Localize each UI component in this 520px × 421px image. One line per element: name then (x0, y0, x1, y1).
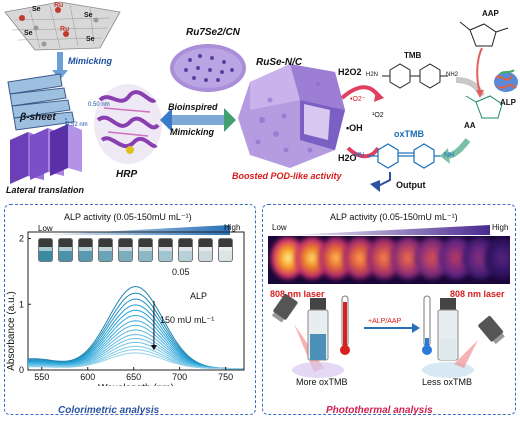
distance-label-2: 0.52 nm (66, 122, 88, 128)
photothermal-schematic (271, 294, 505, 378)
conc-top-label: 0.05 (172, 267, 190, 277)
alp-enzyme (494, 69, 518, 92)
aa-label: AA (464, 121, 476, 130)
oxtmb-nh: NH (444, 152, 455, 159)
colorimetric-high: High (224, 223, 241, 232)
ruse-nc-polyhedron (238, 64, 345, 168)
x-tick-label: 600 (80, 372, 95, 382)
lateral-translation-blocks (10, 124, 82, 184)
absorbance-curve (28, 352, 244, 370)
colorimetric-caption: Colorimetric analysis (58, 405, 160, 416)
ru-label-1: Ru (54, 2, 64, 9)
top-illustration (4, 1, 518, 192)
vial-row (38, 238, 238, 264)
oxtmb-molecule (368, 143, 444, 169)
vial (178, 238, 193, 262)
hrp-protein (94, 84, 162, 164)
colorimetric-header: ALP activity (0.05-150mU mL⁻¹) (64, 212, 192, 222)
output-label: Output (396, 180, 426, 190)
cuvette-left (292, 298, 344, 378)
ru-label-2: Ru (60, 26, 70, 33)
vial (138, 238, 153, 262)
hrp-label: HRP (116, 169, 138, 180)
x-tick-label: 650 (126, 372, 141, 382)
vial (158, 238, 173, 262)
x-tick-label: 700 (172, 372, 187, 382)
colorimetric-panel (4, 204, 256, 415)
alp-aap-arrow-label: +ALP/AAP (368, 318, 402, 325)
photothermal-panel (262, 204, 516, 415)
thermal-image-strip (268, 236, 510, 284)
vial (218, 238, 233, 262)
vial (98, 238, 113, 262)
y-tick-label: 2 (19, 234, 24, 244)
thermometer-right (422, 295, 432, 355)
h2o2-label: H2O2 (338, 67, 362, 77)
photothermal-header: ALP activity (0.05-150mU mL⁻¹) (330, 212, 458, 222)
photothermal-caption: Photothermal analysis (326, 405, 433, 416)
colorimetric-low: Low (38, 224, 53, 233)
y-axis-label: Absorbance (a.u.) (6, 291, 17, 371)
aap-molecule (459, 21, 509, 47)
laser-right-label: 808 nm laser (450, 289, 505, 299)
conc-bottom-label: 150 mU mL⁻¹ (160, 315, 215, 325)
bioinspired-label: Bioinspired (168, 102, 218, 112)
oxtmb-hn: HN (354, 152, 365, 159)
vial (38, 238, 53, 262)
vial (58, 238, 73, 262)
mimicking-label: Mimicking (68, 56, 113, 66)
tmb-h2n: H2N (366, 72, 379, 78)
photothermal-gradient-bar (290, 225, 490, 235)
beta-sheet-label: β-sheet (20, 112, 56, 123)
se-label-4: Se (86, 36, 95, 43)
beta-sheet-structure (7, 73, 75, 131)
tmb-label: TMB (404, 51, 422, 60)
thermometer-left (340, 295, 350, 355)
singlet-oxygen-label: ¹O2 (372, 112, 384, 119)
more-oxtmb-label: More oxTMB (296, 377, 348, 387)
x-tick-label: 550 (34, 372, 49, 382)
vial (78, 238, 93, 262)
photothermal-high: High (492, 223, 509, 232)
aap-label: AAP (482, 9, 499, 18)
superoxide-label: •O2⁻ (350, 96, 366, 103)
laser-left-label: 808 nm laser (270, 289, 325, 299)
decrease-arrowhead (150, 345, 157, 351)
laser-right (478, 316, 505, 345)
x-axis-label: Wavelength (nm) (98, 383, 174, 386)
boosted-pod-label: Boosted POD-like activity (232, 171, 342, 181)
less-oxtmb-label: Less oxTMB (422, 377, 473, 387)
tmb-nh2: NH2 (446, 72, 459, 78)
lateral-translation-label: Lateral translation (6, 185, 85, 195)
se-label-3: Se (24, 30, 33, 37)
photothermal-low: Low (272, 223, 287, 232)
absorbance-chart: 550 600 650 700 750 0 1 2Wavelength (nm) Absorba… (6, 231, 245, 386)
h2o-label: H2O (338, 153, 357, 163)
graphene-sheet (4, 1, 121, 51)
laser-left (271, 294, 298, 323)
y-tick-label: 1 (19, 299, 24, 309)
x-tick-label: 750 (218, 372, 233, 382)
oxtmb-label: oxTMB (394, 129, 424, 139)
vial (118, 238, 133, 262)
tmb-molecule (382, 63, 448, 89)
hydroxyl-label: •OH (346, 123, 363, 133)
se-label-1: Se (32, 6, 41, 13)
bioinspired-double-arrow (160, 108, 236, 132)
bioinspired-mimicking-label: Mimicking (170, 127, 215, 137)
se-label-2: Se (84, 12, 93, 19)
alp-label: ALP (500, 98, 516, 107)
thermal-spot (484, 236, 510, 280)
ru7se2-cn-flake (170, 44, 246, 92)
ru7se2-cn-label: Ru7Se2/CN (186, 27, 240, 38)
absorbance-curve (27, 298, 244, 370)
vial (198, 238, 213, 262)
alp-arrow-label: ALP (190, 291, 208, 301)
plot-frame (27, 231, 245, 371)
y-tick-label: 0 (19, 365, 24, 375)
distance-label-1: 0.50 nm (88, 102, 110, 108)
aa-molecule (465, 95, 503, 119)
ruse-nc-label: RuSe-N/C (256, 57, 303, 68)
